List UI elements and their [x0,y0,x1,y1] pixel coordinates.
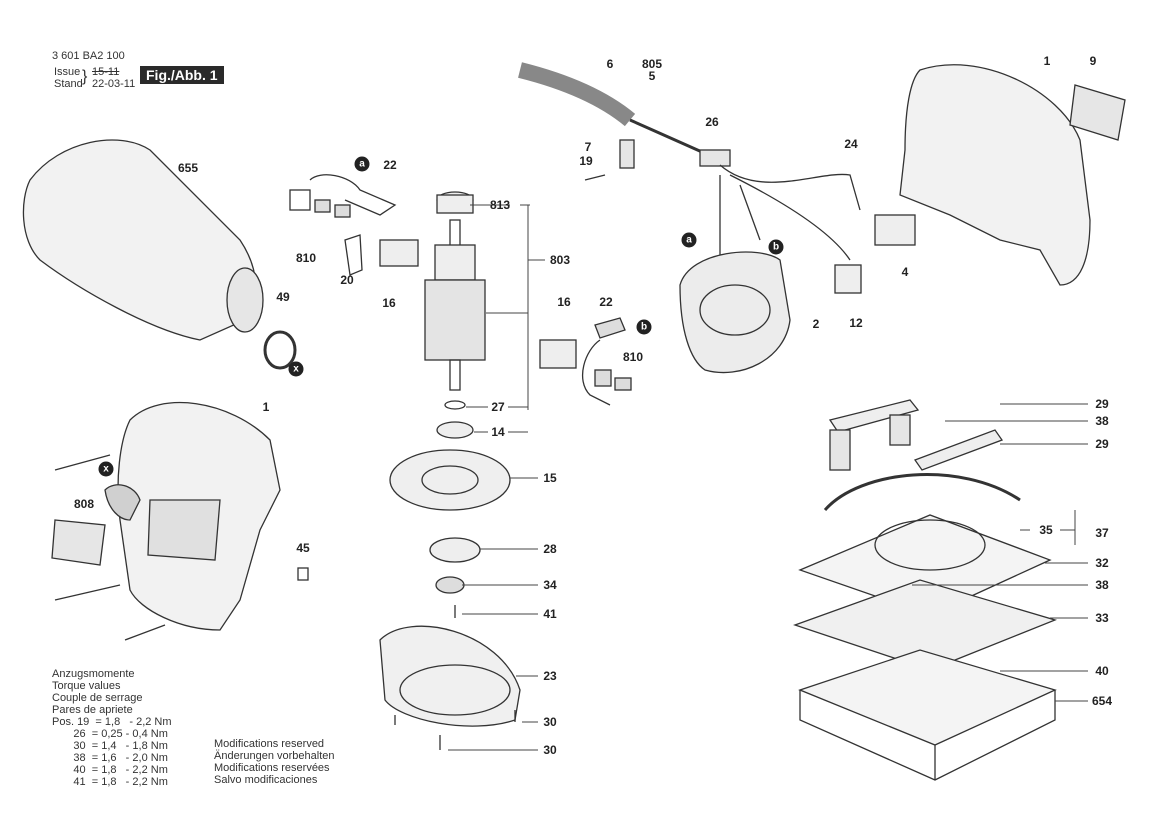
torque-row: 41 = 1,8 - 2,2 Nm [52,776,168,788]
part-label: 45 [296,541,310,555]
field-coil-drawing [679,251,791,374]
part-label: 7 [584,140,592,154]
part-label: 33 [1095,611,1109,625]
part-label: 27 [491,400,505,414]
housing-drawing [51,402,309,641]
part-label: 655 [177,161,199,175]
torque-heading-es: Pares de apriete [52,704,133,716]
part-label: 22 [599,295,613,309]
part-label: 37 [1095,526,1109,540]
part-number: 3 601 BA2 100 [52,50,125,62]
part-label: 26 [705,115,719,129]
part-label: 38 [1095,414,1109,428]
housing-right-drawing [899,64,1126,286]
figure-badge: Fig./Abb. 1 [140,66,224,84]
brush-assembly-right-drawing [539,317,632,406]
part-label: 805 [641,57,663,71]
modifications-line: Änderungen vorbehalten [214,750,335,762]
modifications-line: Modifications reserved [214,738,325,750]
connection-marker-a: a [681,232,697,248]
part-label: 15 [543,471,557,485]
part-label: 23 [543,669,557,683]
part-label: 32 [1095,556,1109,570]
part-label: 16 [557,295,571,309]
base-assembly-drawing [793,399,1057,781]
torque-row: 38 = 1,6 - 2,0 Nm [52,752,168,764]
part-label: 9 [1089,54,1097,68]
wiring-drawing [699,149,916,294]
part-label: 30 [543,715,557,729]
connection-marker-x: x [288,361,304,377]
issue-label: Issue [54,66,81,78]
part-label: 5 [648,69,656,83]
torque-row: 40 = 1,8 - 2,2 Nm [52,764,168,776]
part-label: 35 [1039,523,1053,537]
brace: } [82,68,88,85]
part-label: 30 [543,743,557,757]
part-label: 40 [1095,664,1109,678]
torque-heading-de: Anzugsmomente [52,668,135,680]
part-label: 49 [276,290,290,304]
part-label: 22 [383,158,397,172]
part-label: 14 [491,425,505,439]
part-label: 28 [543,542,557,556]
part-label: 24 [844,137,858,151]
modifications-notice: Modifications reserved Änderungen vorbeh… [214,738,334,786]
part-label: 29 [1095,437,1109,451]
torque-table: Anzugsmomente Torque values Couple de se… [52,668,172,788]
part-label: 4 [901,265,909,279]
part-label: 810 [622,350,644,364]
part-label: 808 [73,497,95,511]
torque-heading-fr: Couple de serrage [52,692,143,704]
part-label: 12 [849,316,863,330]
part-label: 16 [382,296,396,310]
part-label: 34 [543,578,557,592]
fan-drawing [389,449,511,618]
part-label: 654 [1091,694,1113,708]
part-label: 810 [295,251,317,265]
connection-marker-b: b [636,319,652,335]
cord-drawing [518,62,721,181]
dust-box-drawing [22,139,297,370]
stand-label: Stand [54,78,83,90]
part-label: 38 [1095,578,1109,592]
brush-assembly-left-drawing [289,174,419,276]
issue-value: 15-11 [92,66,120,78]
connection-marker-b: b [768,239,784,255]
connection-marker-a: a [354,156,370,172]
modifications-line: Salvo modificaciones [214,774,318,786]
modifications-line: Modifications reservées [214,762,330,774]
stand-value: 22-03-11 [92,78,136,90]
armature-drawing [424,191,486,439]
torque-row: 30 = 1,4 - 1,8 Nm [52,740,168,752]
part-label: 813 [489,198,511,212]
part-label: 1 [1043,54,1051,68]
part-label: 19 [579,154,593,168]
torque-row: Pos. 19 = 1,8 - 2,2 Nm [52,716,172,728]
fan-cover-drawing [379,625,521,750]
part-label: 6 [606,57,614,71]
part-label: 41 [543,607,557,621]
torque-row: 26 = 0,25 - 0,4 Nm [52,728,168,740]
torque-heading-en: Torque values [52,680,121,692]
part-label: 1 [262,400,270,414]
part-label: 29 [1095,397,1109,411]
part-label: 20 [340,273,354,287]
part-label: 803 [549,253,571,267]
part-label: 2 [812,317,820,331]
connection-marker-x: x [98,461,114,477]
